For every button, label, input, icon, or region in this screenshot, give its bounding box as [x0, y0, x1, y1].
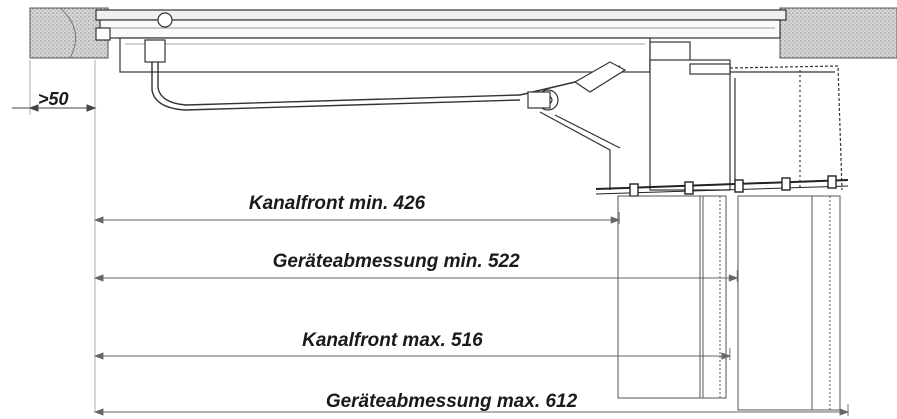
dimension-arrow-right — [728, 274, 739, 282]
right-housing — [649, 59, 843, 191]
mounting-rail — [95, 9, 787, 73]
dimension-arrow-left — [93, 408, 104, 416]
dimension-arrow-right — [721, 352, 732, 360]
gap-dimension — [12, 60, 97, 115]
ceiling-left — [29, 7, 109, 59]
louver-panels — [617, 195, 841, 411]
dimension-arrow-left — [93, 352, 104, 360]
dimension-label-geraeteabmessung-min: Geräteabmessung min. 522 — [272, 251, 520, 272]
dimension-arrow-left — [93, 274, 104, 282]
dimension-arrow-right — [839, 408, 850, 416]
dimension-label-kanalfront-max: Kanalfront max. 516 — [302, 330, 483, 351]
dimension-label-geraeteabmessung-max: Geräteabmessung max. 612 — [325, 391, 578, 412]
gap-label: >50 — [38, 89, 69, 109]
dimension-label-kanalfront-min: Kanalfront min. 426 — [248, 193, 426, 214]
tube — [151, 62, 521, 111]
dimension-arrow-right — [610, 216, 621, 224]
arm-bracket — [519, 61, 627, 190]
bottom-rail — [595, 175, 849, 197]
ceiling-right — [779, 7, 897, 59]
dimension-lines — [93, 212, 850, 416]
dimension-arrow-left — [93, 216, 104, 224]
